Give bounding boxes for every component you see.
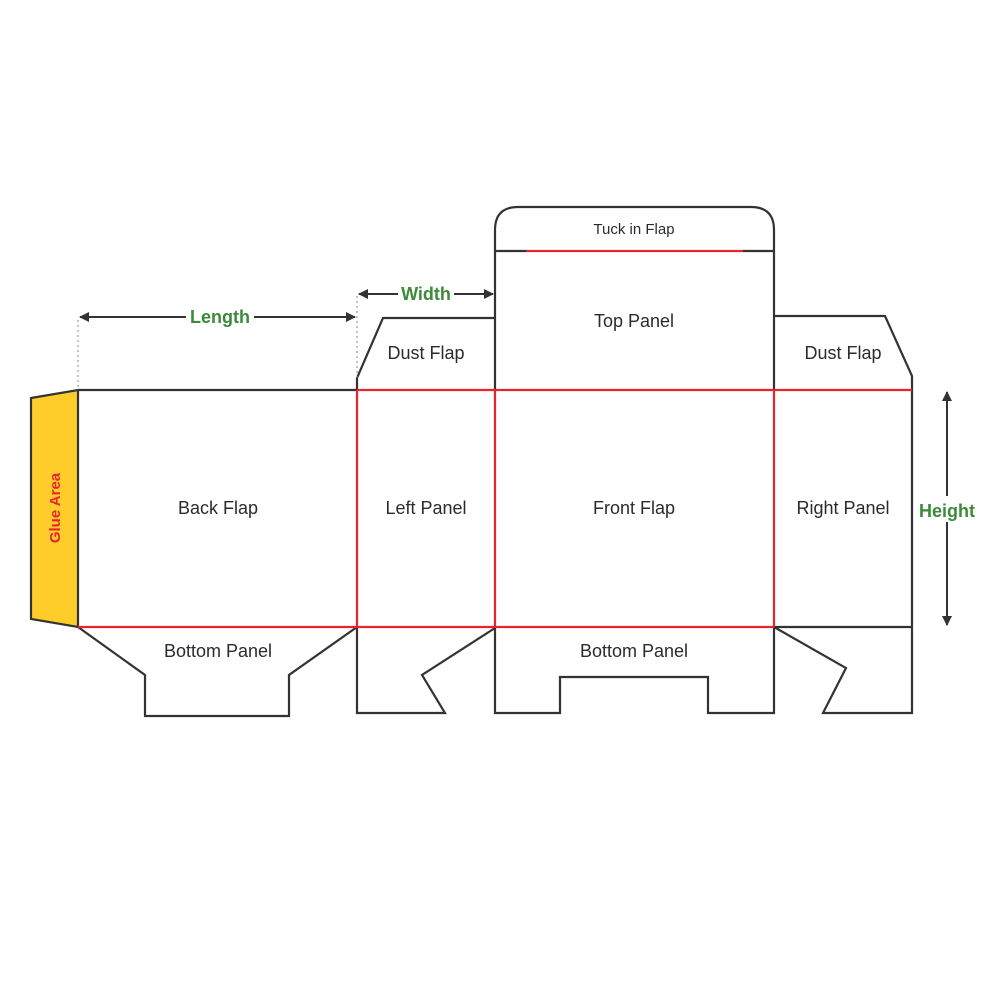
front-bottom-panel-outline [493, 627, 776, 715]
left-dust-flap-outline [355, 316, 495, 390]
dust-flap-right-label: Dust Flap [804, 343, 881, 363]
back-flap-label: Back Flap [178, 498, 258, 518]
tuck-in-flap-label: Tuck in Flap [593, 221, 674, 238]
height-label: Height [919, 501, 975, 521]
glue-area-label: Glue Area [47, 472, 64, 543]
left-panel-label: Left Panel [385, 498, 466, 518]
front-flap-label: Front Flap [593, 498, 675, 518]
bottom-panel-front-label: Bottom Panel [580, 641, 688, 661]
tuck-top-panel-outline [493, 205, 776, 390]
top-panel-label: Top Panel [594, 311, 674, 331]
right-panel-label: Right Panel [796, 498, 889, 518]
bottom-panel-back-label: Bottom Panel [164, 641, 272, 661]
back-bottom-panel-outline [77, 626, 358, 718]
left-bottom-flap-outline [355, 627, 496, 715]
right-panel-outline [773, 390, 914, 715]
right-dust-flap-outline [774, 314, 914, 390]
width-label: Width [401, 284, 451, 304]
length-label: Length [190, 307, 250, 327]
dust-flap-left-label: Dust Flap [387, 343, 464, 363]
fold-lines [78, 249, 912, 629]
length-guide-lines [77, 296, 358, 388]
